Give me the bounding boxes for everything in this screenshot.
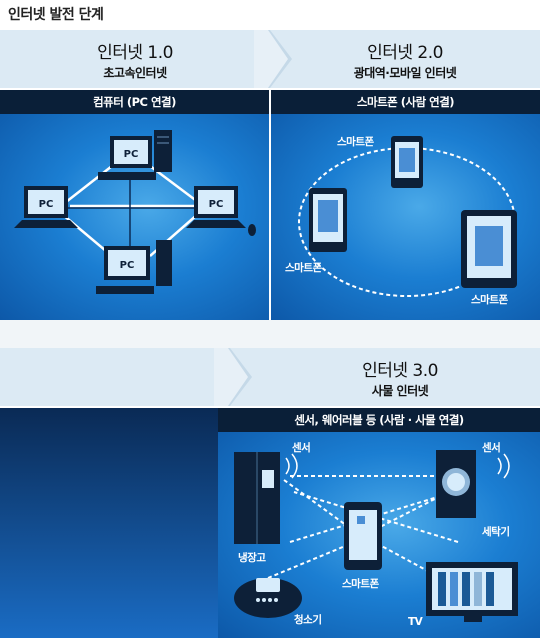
smartphone-network-diagram	[298, 136, 517, 297]
pc-label-right: PC	[209, 199, 224, 210]
smartphone-left	[309, 188, 347, 252]
stage2-subtitle: 광대역·모바일 인터넷	[353, 66, 457, 80]
stage1-subtitle: 초고속인터넷	[103, 66, 167, 80]
washer-device	[436, 450, 476, 518]
pc-left	[14, 186, 78, 228]
pc-right	[186, 186, 256, 236]
smartphone-label-right: 스마트폰	[471, 294, 508, 306]
pc-label-top: PC	[124, 149, 139, 160]
stage3-panel: 센서 센서 냉장고 세탁기 스마트폰 청소기 TV	[218, 432, 540, 638]
stage-arrow-2	[214, 348, 252, 406]
tv-device	[426, 562, 518, 622]
stage1-version: 인터넷 1.0	[97, 43, 173, 63]
smartphone-label-left: 스마트폰	[285, 262, 322, 274]
pc-bottom	[96, 240, 172, 294]
row-gap	[0, 320, 540, 348]
stage-arrow-1	[254, 30, 292, 88]
smartphone-label-top: 스마트폰	[337, 136, 374, 148]
stage2-header: 스마트폰 (사람 연결)	[271, 90, 540, 114]
sensor-signal-icon	[285, 453, 510, 479]
vacuum-device	[234, 578, 302, 618]
tv-label: TV	[408, 616, 423, 628]
pc-cross-lines	[66, 176, 196, 246]
sensor-label-washer: 센서	[482, 442, 501, 454]
smartphone-device	[344, 502, 382, 570]
stage3-header: 센서, 웨어러블 등 (사람 · 사물 연결)	[218, 408, 540, 432]
stage2-panel: 스마트폰 스마트폰 스마트폰	[271, 114, 540, 320]
iot-network-diagram	[234, 450, 518, 622]
stage1-header: 컴퓨터 (PC 연결)	[0, 90, 269, 114]
diagram-title: 인터넷 발전 단계	[8, 7, 104, 23]
smartphone-top	[391, 136, 423, 188]
stage3-subtitle: 사물 인터넷	[371, 384, 429, 398]
vacuum-label: 청소기	[294, 614, 322, 626]
fridge-label: 냉장고	[238, 552, 266, 564]
stage3-version: 인터넷 3.0	[362, 361, 438, 381]
pc-label-bottom: PC	[120, 260, 135, 271]
tablet-right	[461, 210, 517, 288]
stage2-version: 인터넷 2.0	[367, 43, 443, 63]
stage1-panel: PC PC PC PC	[0, 114, 269, 320]
pc-top	[98, 130, 172, 180]
smartphone-label: 스마트폰	[342, 578, 379, 590]
pc-network-diagram: PC PC PC PC	[14, 130, 256, 294]
fridge-device	[234, 452, 280, 544]
stage-banner-bottom	[0, 348, 540, 406]
pc-label-left: PC	[39, 199, 54, 210]
washer-label: 세탁기	[482, 526, 510, 538]
sensor-label-fridge: 센서	[292, 442, 311, 454]
stage3-left-fill	[0, 408, 218, 638]
